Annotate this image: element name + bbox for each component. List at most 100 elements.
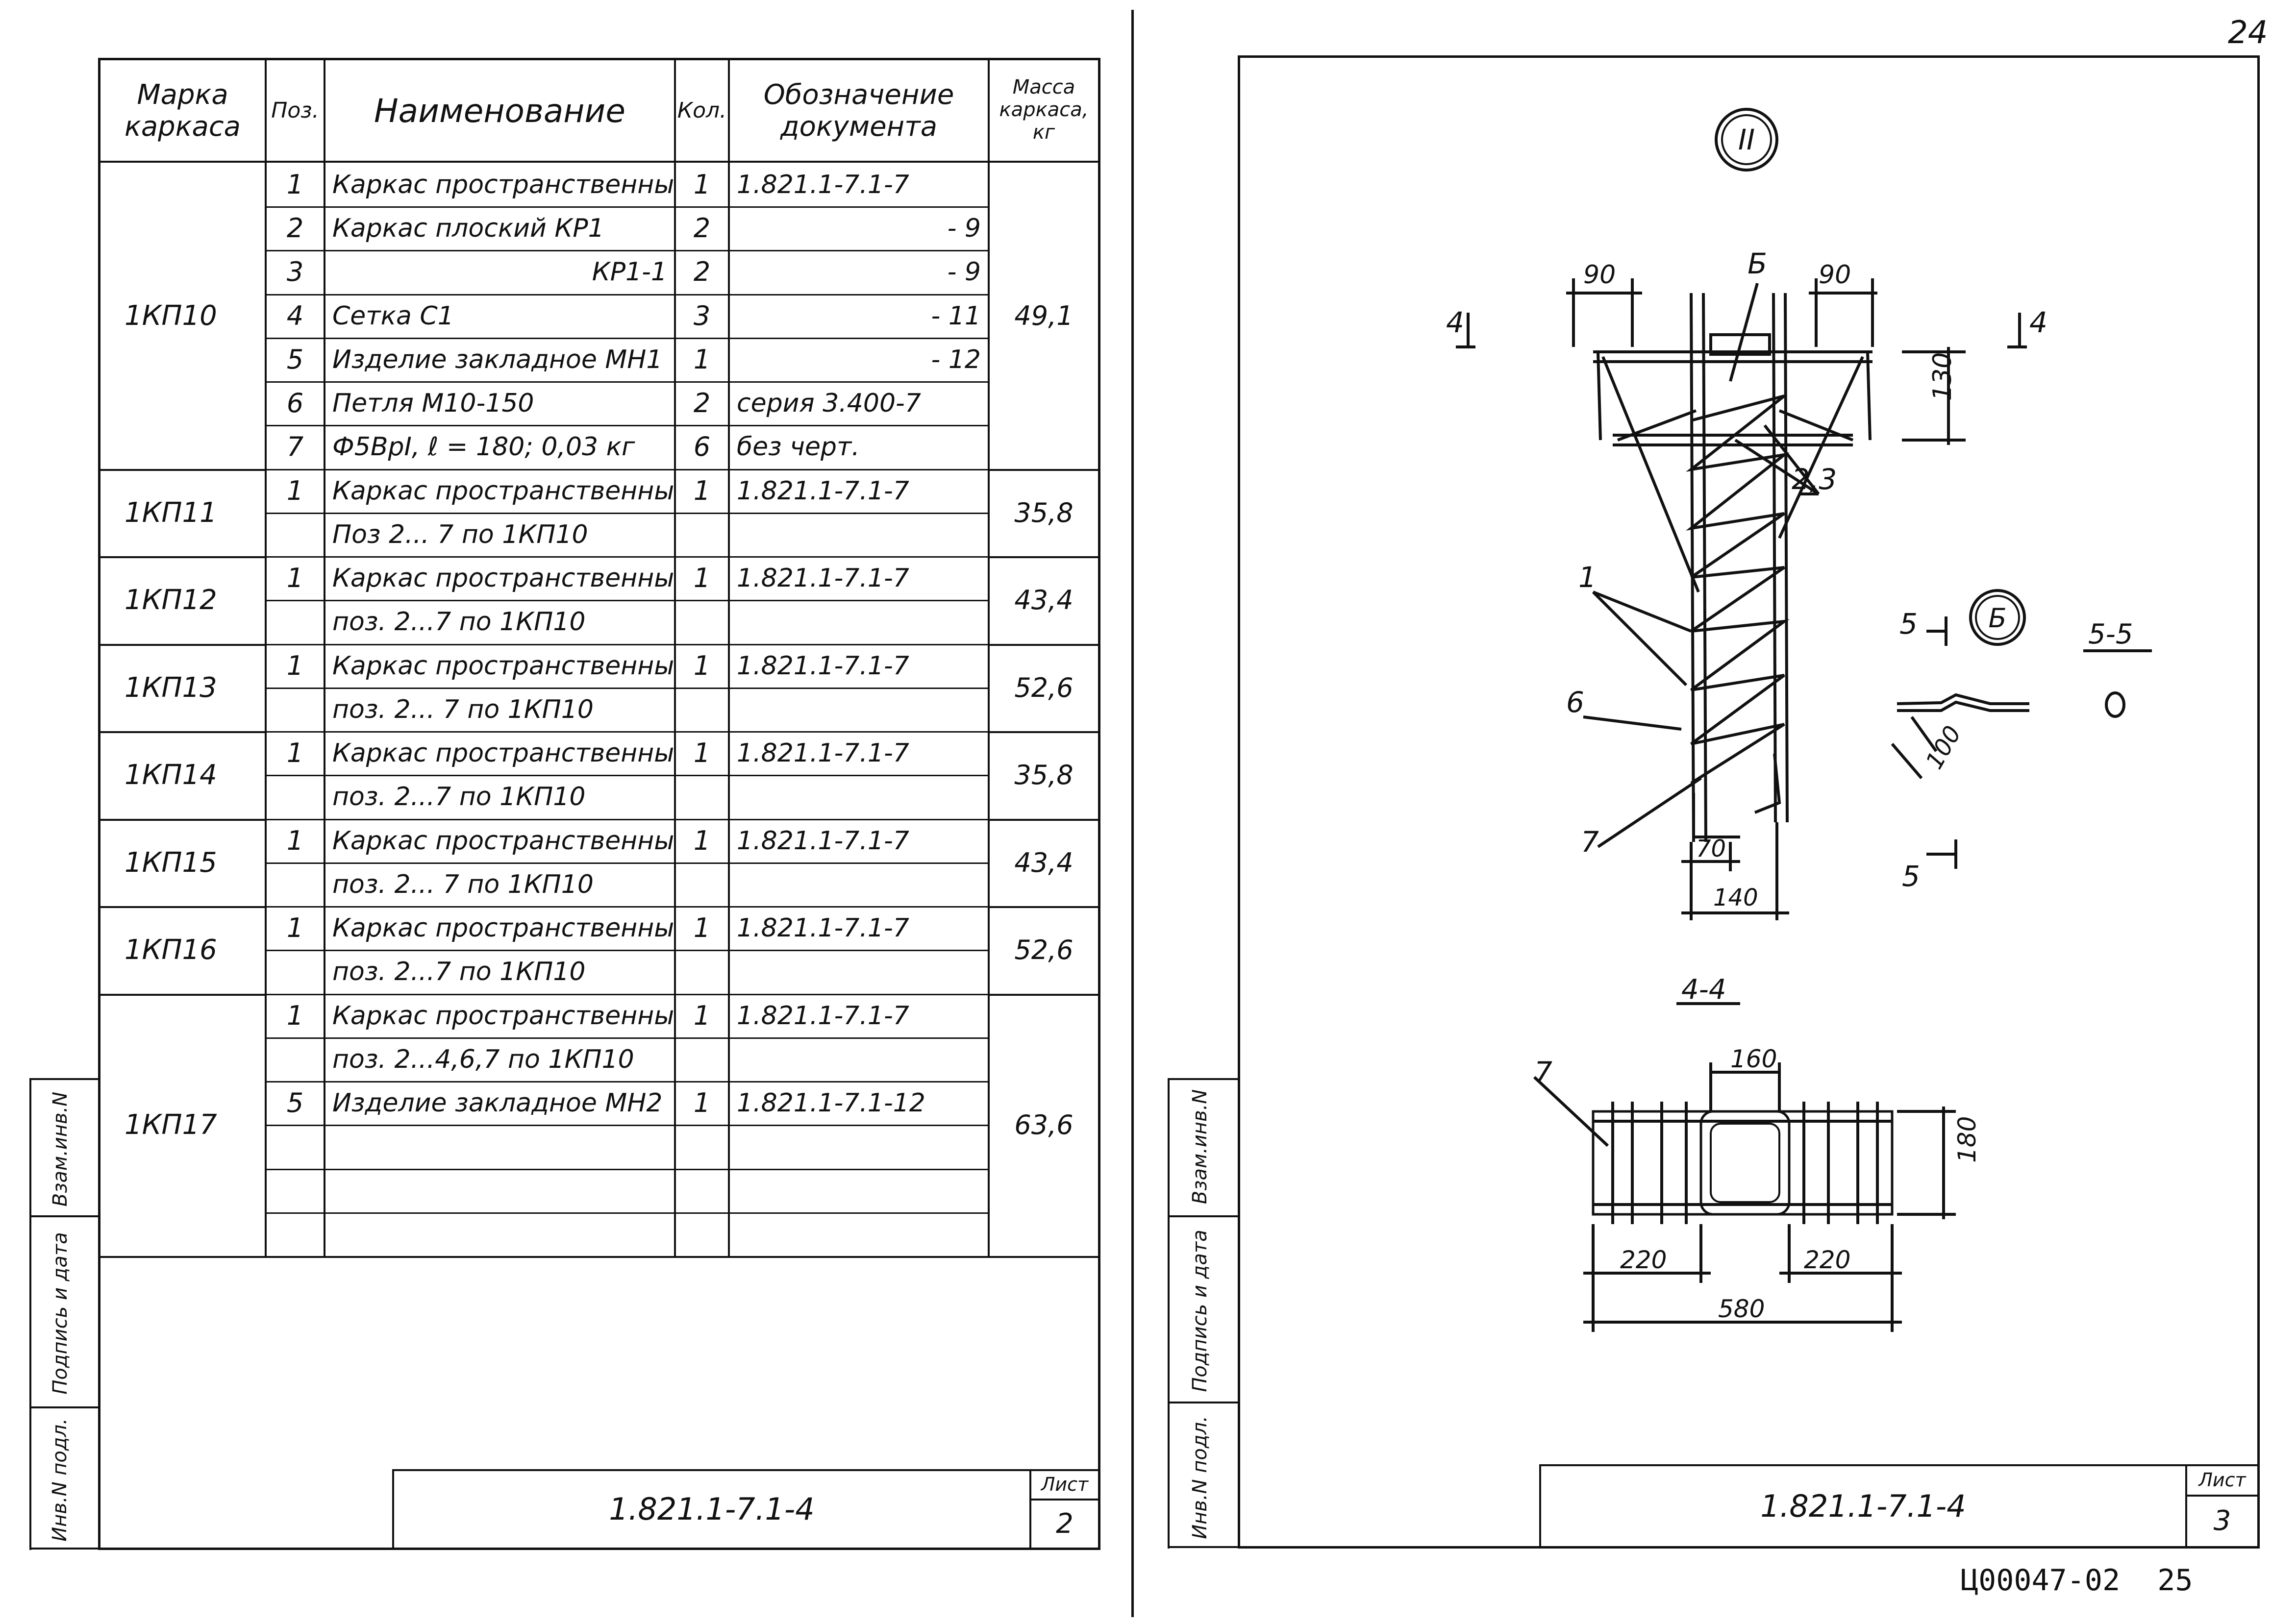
group-line — [990, 731, 1098, 733]
table-cell-name — [325, 1125, 674, 1168]
table-cell-pos: 1 — [286, 738, 304, 768]
row-line — [265, 294, 990, 295]
table-cell-pos: 3 — [286, 256, 304, 287]
group-line — [100, 994, 265, 996]
title-block-line — [1029, 1499, 1100, 1501]
frame-left — [1238, 55, 1240, 1549]
table-cell-qty: 1 — [693, 563, 711, 593]
table-cell-name: поз. 2...4,6,7 по 1КП10 — [332, 1044, 634, 1074]
svg-text:1: 1 — [1578, 561, 1597, 594]
group-line — [100, 906, 265, 908]
row-line — [265, 994, 990, 995]
table-cell-pos: 1 — [286, 912, 304, 943]
embedded-plate — [1709, 333, 1771, 356]
title-block-line — [2185, 1495, 2260, 1497]
row-line — [265, 513, 990, 514]
table-cell-name: поз. 2...7 по 1КП10 — [332, 957, 586, 986]
table-cell-pos: 4 — [286, 300, 304, 331]
row-line — [265, 250, 990, 251]
svg-text:180: 180 — [1953, 1116, 1981, 1163]
table-cell-qty: 2 — [693, 213, 711, 244]
row-line — [265, 1256, 990, 1257]
right-designation: 1.821.1-7.1-4 — [1760, 1488, 1966, 1524]
side-strip-line — [29, 1406, 100, 1408]
col-line — [324, 58, 325, 1256]
table-cell-name: Каркас пространственный КП7 — [332, 913, 674, 943]
row-line — [265, 556, 990, 558]
table-cell-pos — [267, 950, 324, 993]
group-line — [100, 644, 265, 646]
table-cell-name: Петля М10-150 — [332, 388, 534, 418]
frame-mass: 52,6 — [1014, 934, 1074, 965]
table-cell-pos: 1 — [286, 825, 304, 856]
table-cell-name: поз. 2... 7 по 1КП10 — [332, 694, 594, 724]
row-line — [265, 469, 990, 470]
title-block-line — [392, 1469, 394, 1550]
table-cell-name: Каркас пространственный КП4 — [332, 170, 674, 199]
frame-top — [1238, 55, 2260, 58]
frame-mark: 1КП14 — [125, 759, 217, 791]
table-cell-doc: - 9 — [947, 257, 981, 287]
svg-text:5: 5 — [1899, 607, 1918, 640]
table-cell-pos: 5 — [286, 344, 304, 375]
table-cell-doc: 1.821.1-7.1-7 — [737, 651, 909, 681]
svg-text:4: 4 — [1446, 306, 1464, 339]
table-cell-pos: 1 — [286, 169, 304, 200]
table-cell-doc: - 11 — [931, 301, 981, 331]
table-cell-qty — [676, 950, 728, 993]
table-cell-name: Поз 2... 7 по 1КП10 — [332, 519, 588, 549]
table-cell-pos — [267, 1212, 324, 1256]
row-line — [265, 862, 990, 864]
col-line — [674, 58, 676, 1256]
header-line — [98, 161, 1100, 163]
side-strip-line — [1168, 1078, 1170, 1549]
table-cell-qty: 1 — [693, 825, 711, 856]
table-cell-doc: 1.821.1-7.1-7 — [737, 563, 909, 593]
table-cell-pos: 1 — [286, 1000, 304, 1031]
table-cell-qty: 3 — [693, 300, 711, 331]
row-line — [265, 688, 990, 689]
row-line — [265, 1125, 990, 1126]
row-line — [265, 1081, 990, 1083]
side-strip-line — [29, 1548, 100, 1550]
table-cell-name: Каркас пространственный КП6 — [332, 563, 674, 593]
callout-circle-ii — [1715, 108, 1778, 172]
table-cell-doc — [730, 1037, 988, 1081]
table-cell-qty: 6 — [693, 431, 711, 462]
svg-text:90: 90 — [1819, 260, 1851, 290]
header-doc: Обозначение документа — [763, 79, 954, 143]
frame-mark: 1КП15 — [125, 846, 217, 879]
column-bar — [1690, 293, 1695, 842]
table-cell-doc: - 12 — [931, 344, 981, 374]
table-cell-qty — [676, 600, 728, 643]
row-line — [265, 425, 990, 426]
group-line — [990, 994, 1098, 996]
col-line — [265, 58, 267, 1256]
row-line — [265, 950, 990, 951]
row-line — [265, 906, 990, 908]
frame-mass: 35,8 — [1014, 759, 1074, 790]
table-cell-doc: серия 3.400-7 — [737, 388, 921, 418]
svg-text:160: 160 — [1730, 1045, 1777, 1073]
callout-b-label: Б — [1988, 603, 2006, 634]
header-name: Наименование — [374, 92, 625, 130]
table-cell-doc — [730, 862, 988, 906]
table-cell-doc — [730, 775, 988, 818]
table-cell-pos — [267, 600, 324, 643]
table-cell-name: Ф5ВрI, ℓ = 180; 0,03 кг — [332, 432, 635, 462]
table-cell-doc: 1.821.1-7.1-7 — [737, 913, 909, 943]
row-line — [265, 338, 990, 339]
table-cell-qty: 1 — [693, 344, 711, 375]
table-cell-doc: 1.821.1-7.1-7 — [737, 1001, 909, 1031]
table-cell-qty: 1 — [693, 169, 711, 200]
table-cell-name: Каркас пространственный КП7 — [332, 651, 674, 681]
table-cell-qty — [676, 1037, 728, 1081]
reinforcement-drawing: II Б Б 4 4 90 90 130 2,3 1 6 7 70 140 5 … — [1446, 108, 2152, 1332]
table-cell-pos — [267, 688, 324, 731]
frame-mark: 1КП11 — [125, 496, 217, 529]
table-cell-pos — [267, 1037, 324, 1081]
frame-left — [98, 58, 100, 1550]
row-line — [265, 731, 990, 733]
table-cell-pos: 5 — [286, 1087, 304, 1118]
svg-text:Б: Б — [1748, 247, 1767, 280]
